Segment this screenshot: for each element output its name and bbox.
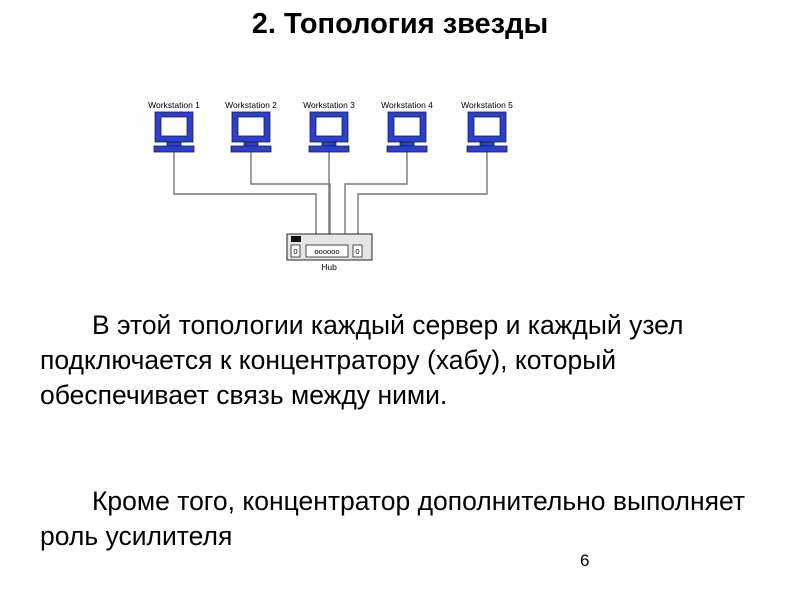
cable-1 <box>173 152 317 234</box>
cable-5 <box>357 152 488 234</box>
hub-left-port <box>290 244 301 258</box>
monitor-icon <box>466 111 508 153</box>
slide-title: 2. Топология звезды <box>251 8 549 40</box>
workstation-label: Workstation 1 <box>148 100 200 110</box>
hub-port-block <box>305 244 349 258</box>
monitor-icon <box>230 111 272 153</box>
hub-right-port <box>352 244 363 258</box>
hub-right-port-label: 0 <box>355 247 359 256</box>
cable-2 <box>250 152 331 234</box>
hub-label: Hub <box>321 262 337 272</box>
paragraph-2: Кроме того, концентратор дополнительно в… <box>40 486 745 551</box>
hub-left-port-label: 0 <box>293 247 297 256</box>
hub-indicator <box>291 236 301 242</box>
workstation-label: Workstation 4 <box>381 100 433 110</box>
workstation-label: Workstation 5 <box>461 100 513 110</box>
cables <box>173 152 488 234</box>
monitor-icon <box>308 111 350 153</box>
monitor-icon <box>153 111 195 153</box>
workstation-5: Workstation 5 <box>461 100 513 153</box>
paragraph-1: В этой топологии каждый сервер и каждый … <box>40 310 684 410</box>
hub-ports-label: oooooo <box>314 247 339 256</box>
cable-4 <box>344 152 408 234</box>
workstation-label: Workstation 2 <box>225 100 277 110</box>
workstation-3: Workstation 3 <box>303 100 355 153</box>
monitor-icon <box>386 111 428 153</box>
workstation-2: Workstation 2 <box>225 100 277 153</box>
workstation-label: Workstation 3 <box>303 100 355 110</box>
hub: 0 oooooo 0 Hub <box>286 233 373 272</box>
workstation-4: Workstation 4 <box>381 100 433 153</box>
star-topology-diagram: Workstation 1 Workstation 2 Workstation … <box>148 100 513 272</box>
workstation-1: Workstation 1 <box>148 100 200 153</box>
page-number: 6 <box>580 551 590 570</box>
